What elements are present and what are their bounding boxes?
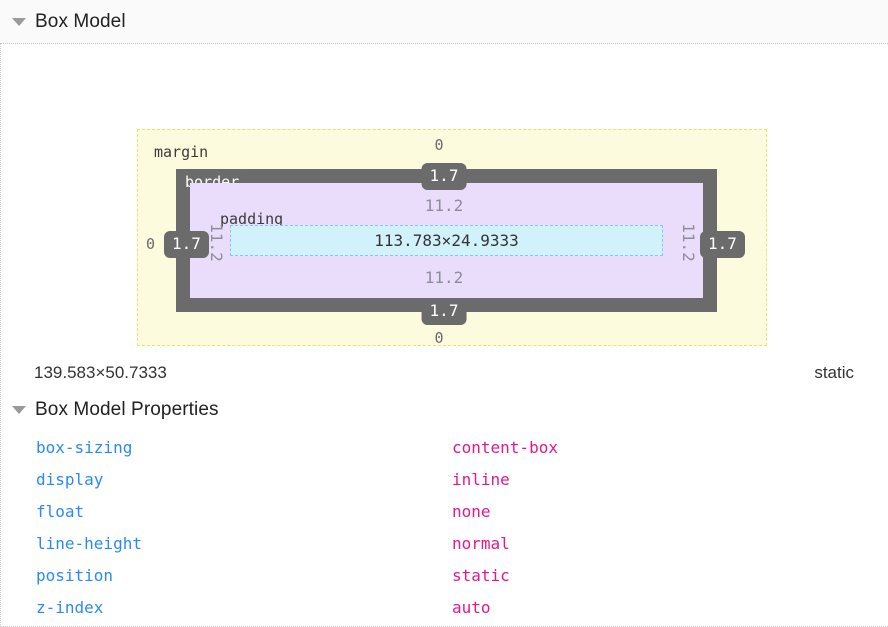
padding-label: padding	[220, 210, 284, 228]
table-row[interactable]: z-index auto	[0, 591, 888, 623]
padding-top-value[interactable]: 11.2	[424, 196, 464, 215]
element-size-label: 139.583×50.7333	[34, 363, 167, 382]
padding-right-value[interactable]: 11.2	[678, 223, 698, 262]
table-row[interactable]: float none	[0, 495, 888, 527]
property-value[interactable]: auto	[452, 597, 491, 617]
box-model-properties-header[interactable]: Box Model Properties	[0, 394, 888, 426]
element-position-label: static	[814, 363, 854, 382]
property-value[interactable]: content-box	[452, 437, 558, 457]
table-row[interactable]: display inline	[0, 463, 888, 495]
padding-bottom-value[interactable]: 11.2	[424, 268, 464, 287]
box-model-properties-list: box-sizing content-box display inline fl…	[0, 431, 888, 623]
property-name[interactable]: box-sizing	[36, 437, 133, 457]
box-model-diagram: margin border padding 113.783×24.9333 0 …	[0, 44, 888, 347]
property-value[interactable]: static	[452, 565, 510, 585]
box-model-panel-header[interactable]: Box Model	[0, 0, 888, 44]
page-title: Box Model	[35, 10, 126, 32]
table-row[interactable]: box-sizing content-box	[0, 431, 888, 463]
padding-box-region[interactable]: padding 113.783×24.9333	[190, 183, 703, 298]
padding-left-value[interactable]: 11.2	[206, 223, 226, 262]
property-name[interactable]: line-height	[36, 533, 142, 553]
border-box-region[interactable]: border padding 113.783×24.9333	[176, 169, 717, 312]
border-right-value[interactable]: 1.7	[700, 231, 745, 258]
properties-section-title: Box Model Properties	[35, 399, 219, 420]
content-size-label: 113.783×24.9333	[374, 231, 519, 250]
margin-label: margin	[154, 143, 209, 161]
property-name[interactable]: z-index	[36, 597, 104, 617]
border-bottom-value[interactable]: 1.7	[421, 298, 467, 325]
property-name[interactable]: float	[36, 501, 85, 521]
property-value[interactable]: normal	[452, 533, 510, 553]
margin-bottom-value[interactable]: 0	[434, 329, 444, 347]
triangle-down-icon[interactable]	[12, 406, 26, 414]
property-name[interactable]: display	[36, 469, 104, 489]
property-value[interactable]: none	[452, 501, 491, 521]
property-value[interactable]: inline	[452, 469, 510, 489]
triangle-down-icon[interactable]	[12, 17, 26, 26]
property-name[interactable]: position	[36, 565, 114, 585]
box-model-summary: 139.583×50.7333 static	[0, 356, 888, 390]
table-row[interactable]: position static	[0, 559, 888, 591]
margin-left-value[interactable]: 0	[146, 235, 156, 253]
margin-top-value[interactable]: 0	[434, 136, 444, 154]
table-row[interactable]: line-height normal	[0, 527, 888, 559]
border-left-value[interactable]: 1.7	[164, 231, 209, 258]
border-top-value[interactable]: 1.7	[421, 163, 467, 190]
content-box-region[interactable]: 113.783×24.9333	[230, 225, 663, 256]
left-divider	[0, 44, 1, 627]
